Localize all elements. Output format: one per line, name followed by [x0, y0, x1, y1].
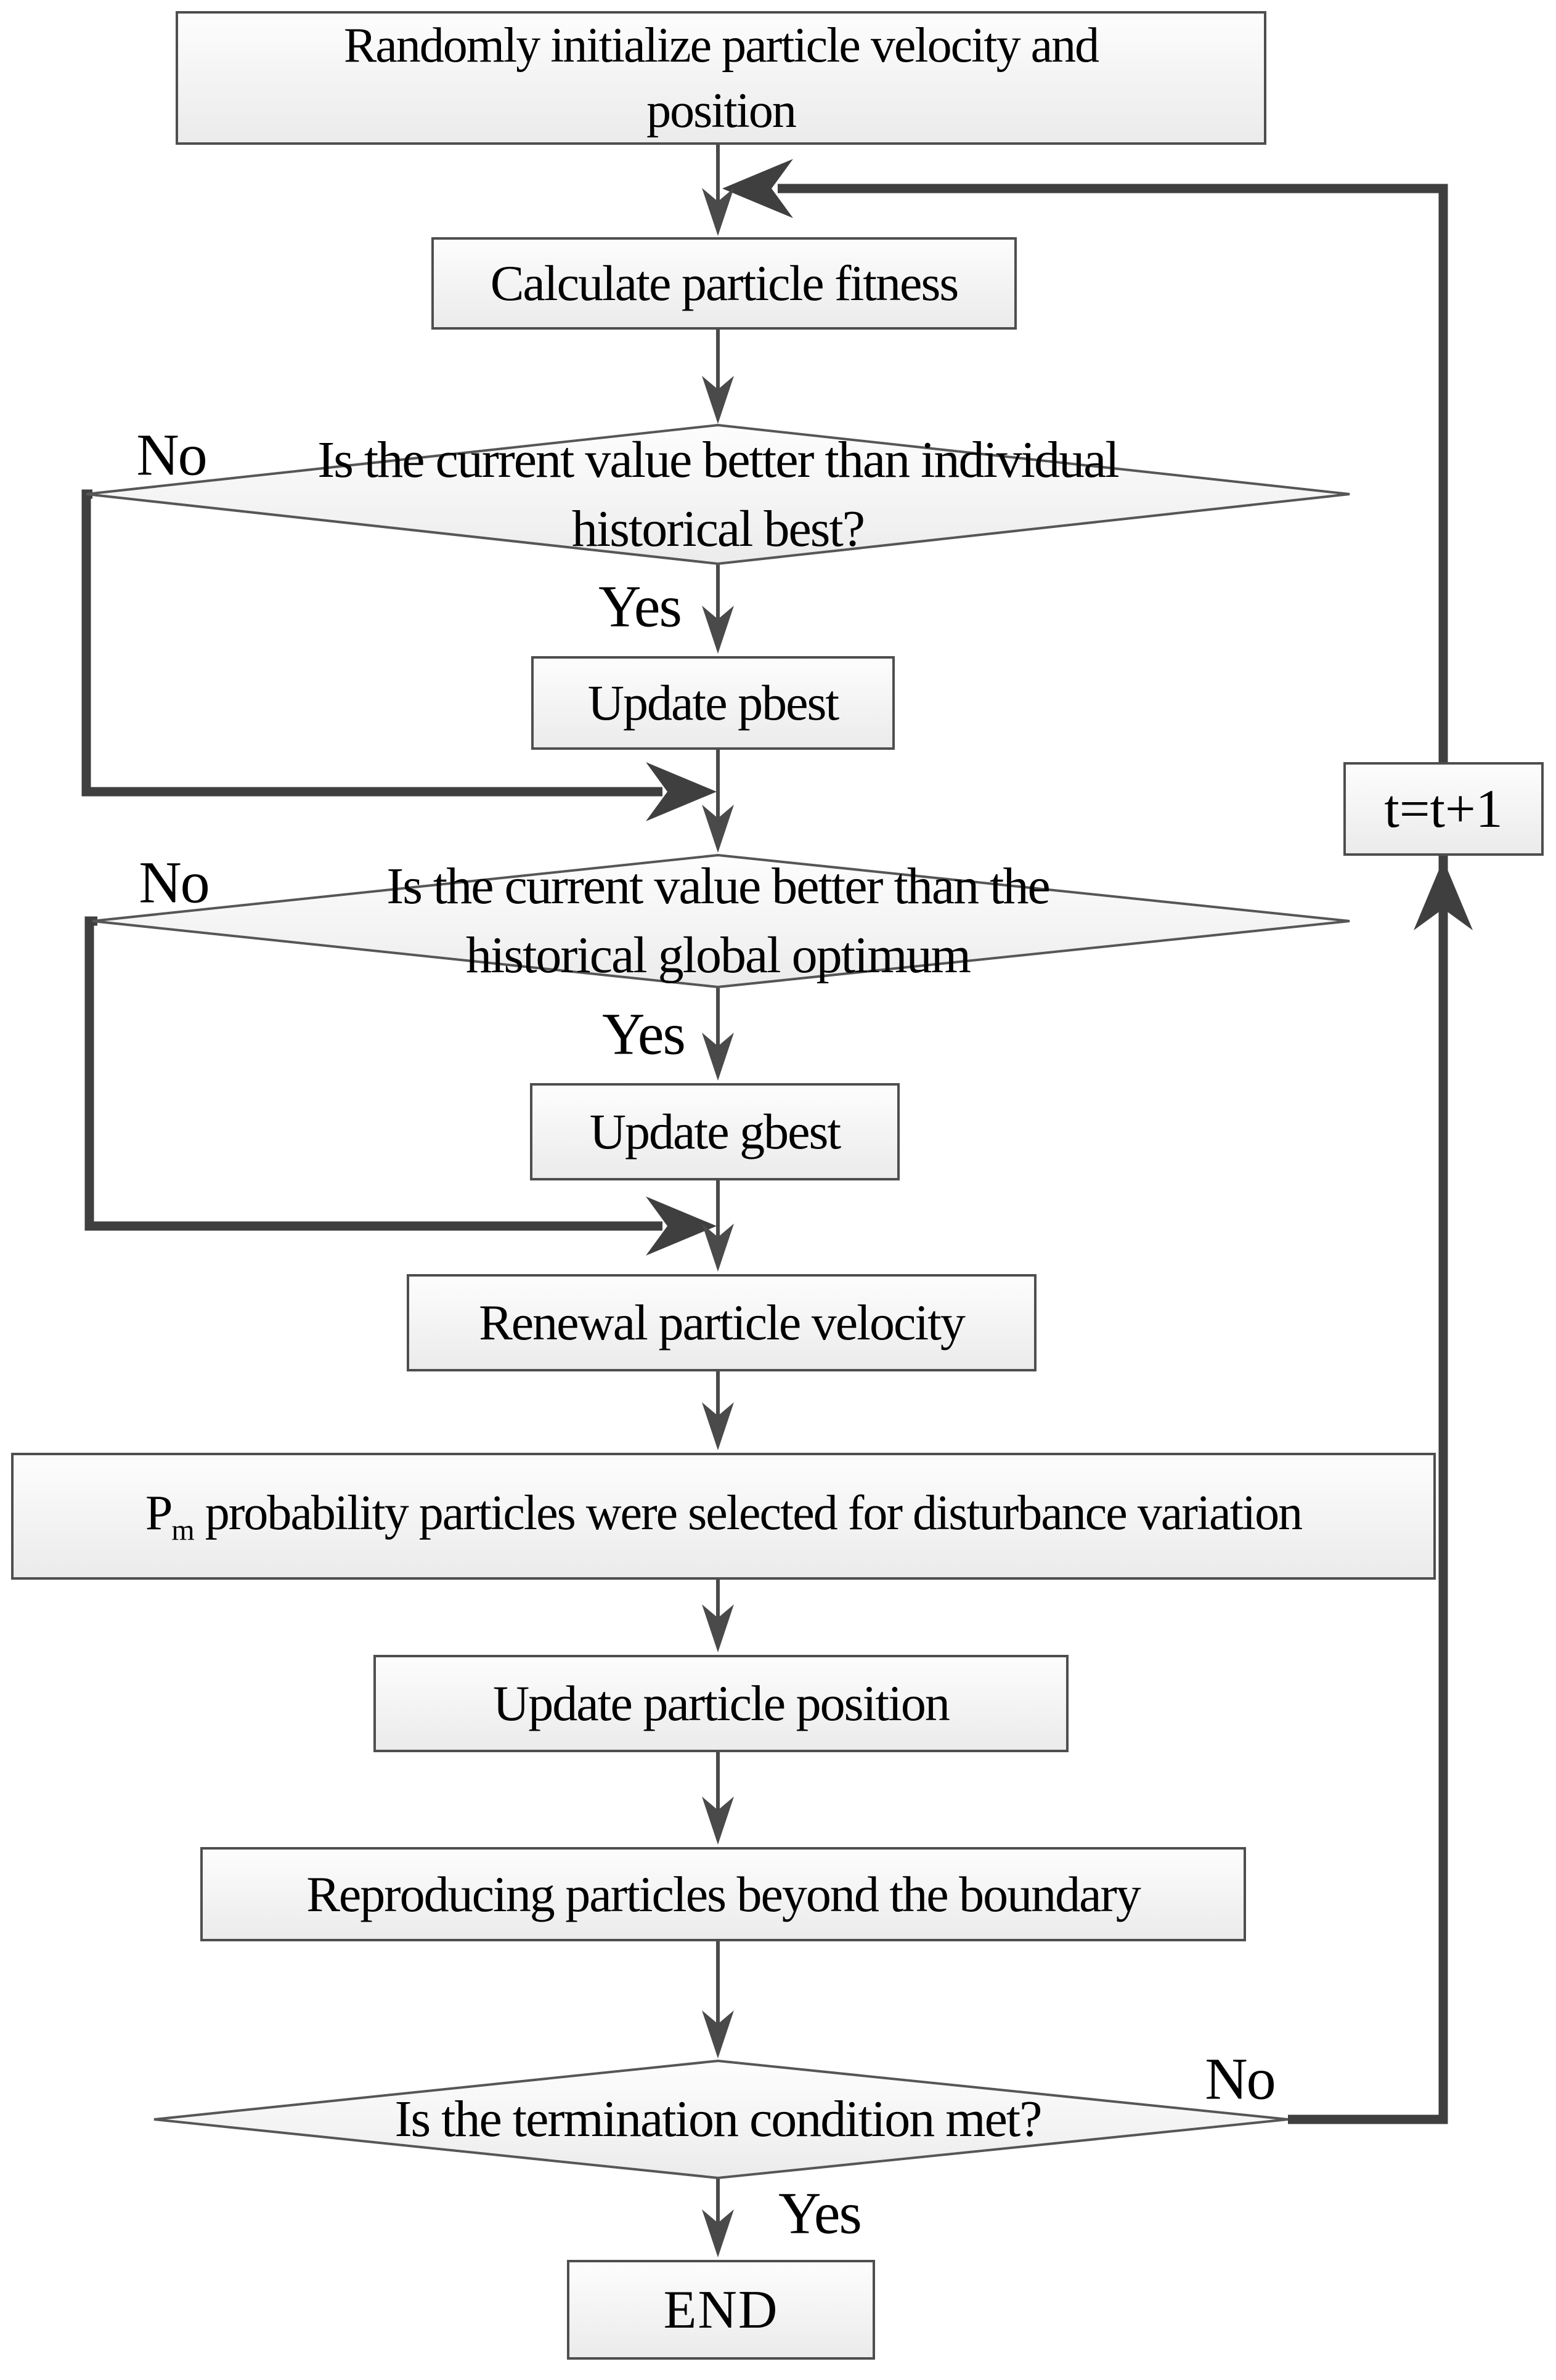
node-disturbance-variation: Pm probability particles were selected f… [11, 1453, 1436, 1580]
edge-label-termination-no: No [1205, 2045, 1276, 2112]
node-update-gbest-label: Update gbest [589, 1103, 841, 1160]
loop-no-connector [778, 184, 1448, 2124]
arrowhead-repro [702, 1797, 734, 1845]
decision-gbest-diamond [92, 853, 1350, 989]
edge-label-gbest-yes: Yes [602, 1001, 686, 1067]
node-disturbance-variation-label: Pm probability particles were selected f… [145, 1486, 1303, 1546]
decision-termination-diamond [153, 2059, 1289, 2180]
arrowhead-pm [702, 1402, 734, 1450]
node-update-pbest: Update pbest [531, 656, 895, 750]
node-end-label: END [663, 2280, 779, 2340]
arrowhead-renew [702, 1224, 734, 1272]
node-update-pbest-label: Update pbest [587, 675, 839, 731]
decision-gbest-text: Is the current value better than the his… [386, 858, 1050, 984]
node-end: END [567, 2260, 875, 2360]
pm-subscript: m [171, 1514, 194, 1546]
node-reproduce-boundary: Reproducing particles beyond the boundar… [200, 1847, 1246, 1941]
arrowhead-gbestdec [702, 805, 734, 853]
arrowhead-termdec [702, 2010, 734, 2058]
loop-up-arrowhead [1414, 859, 1473, 930]
pbest-no-arrowhead [646, 762, 717, 821]
arrowhead-pbestdec [702, 376, 734, 424]
edge-label-pbest-no: No [136, 421, 207, 488]
loop-left-arrowhead [722, 159, 793, 218]
node-calculate-fitness: Calculate particle fitness [431, 237, 1017, 330]
arrowhead-end [702, 2209, 734, 2257]
arrowhead-calc [702, 188, 734, 236]
node-calculate-fitness-label: Calculate particle fitness [490, 255, 959, 311]
gbest-no-arrowhead [646, 1196, 717, 1256]
node-renew-velocity: Renewal particle velocity [407, 1274, 1037, 1371]
edge-label-gbest-no: No [139, 849, 210, 916]
node-update-position-label: Update particle position [493, 1675, 950, 1731]
decision-pbest-text: Is the current value better than individ… [317, 431, 1120, 558]
edge-label-termination-yes: Yes [778, 2180, 862, 2246]
edge-label-pbest-yes: Yes [598, 573, 682, 640]
node-renew-velocity-label: Renewal particle velocity [479, 1294, 966, 1350]
arrowhead-gbest [702, 1033, 734, 1081]
arrowhead-pbest [702, 606, 734, 654]
decision-pbest-diamond [86, 423, 1350, 566]
node-initialize-label: Randomly initialize particle velocity an… [343, 18, 1099, 138]
node-update-position: Update particle position [373, 1655, 1069, 1752]
node-increment-t: t=t+1 [1343, 762, 1544, 856]
arrowhead-pos [702, 1604, 734, 1652]
node-increment-t-label: t=t+1 [1384, 779, 1503, 839]
node-update-gbest: Update gbest [530, 1083, 900, 1180]
decision-termination-text: Is the termination condition met? [394, 2090, 1042, 2148]
node-reproduce-boundary-label: Reproducing particles beyond the boundar… [306, 1866, 1141, 1922]
node-initialize: Randomly initialize particle velocity an… [176, 11, 1266, 145]
